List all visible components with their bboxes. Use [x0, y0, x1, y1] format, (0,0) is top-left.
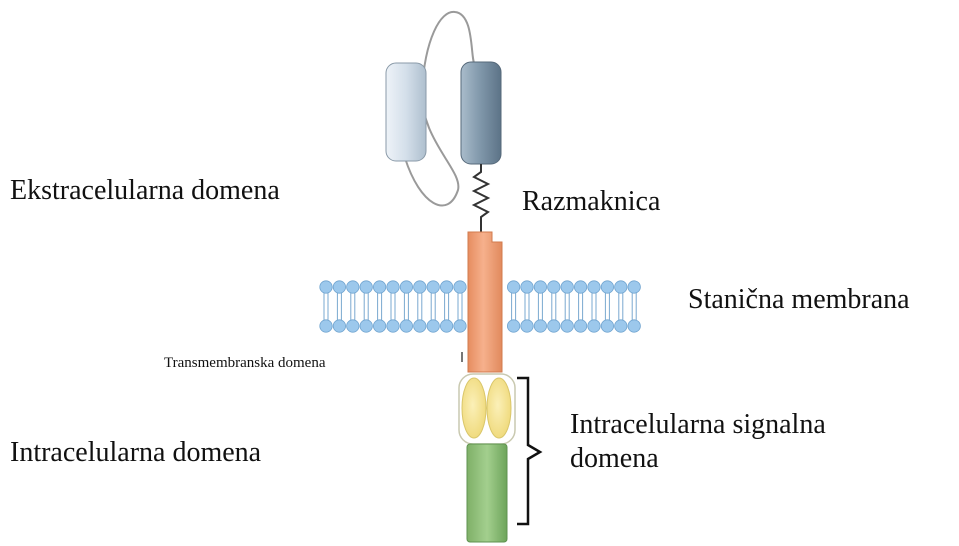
lipid-head	[400, 281, 412, 293]
lipid-head	[615, 281, 627, 293]
lipid-head	[440, 281, 452, 293]
lipid-head	[400, 320, 412, 332]
lipid-head	[440, 320, 452, 332]
lipid-tail	[458, 293, 462, 320]
lipid-tail	[404, 293, 408, 320]
lipid-head	[628, 281, 640, 293]
lipid-tail	[512, 293, 516, 320]
lipid-head	[601, 320, 613, 332]
lipid-head	[588, 320, 600, 332]
lipid-tail	[538, 293, 542, 320]
lipid-head	[507, 320, 519, 332]
lipid-head	[601, 281, 613, 293]
lipid-head	[320, 281, 332, 293]
lipid-head	[414, 281, 426, 293]
lipid-head	[574, 281, 586, 293]
cell-membrane-label: Stanična membrana	[688, 284, 910, 316]
lipid-tail	[378, 293, 382, 320]
lipid-tail	[337, 293, 341, 320]
lipid-head	[615, 320, 627, 332]
lipid-head	[588, 281, 600, 293]
spacer-hinge	[474, 164, 488, 232]
lipid-head	[548, 281, 560, 293]
lipid-head	[333, 281, 345, 293]
lipid-head	[548, 320, 560, 332]
signaling-oval-right	[487, 378, 511, 438]
extracellular-domain-dark	[461, 62, 501, 164]
lipid-tail	[525, 293, 529, 320]
intracellular-tail	[467, 444, 507, 542]
lipid-tail	[605, 293, 609, 320]
lipid-head	[387, 281, 399, 293]
lipid-head	[373, 281, 385, 293]
lipid-tail	[445, 293, 449, 320]
lipid-head	[427, 320, 439, 332]
lipid-head	[360, 281, 372, 293]
signaling-oval-left	[462, 378, 486, 438]
lipid-head	[561, 281, 573, 293]
lipid-head	[454, 281, 466, 293]
lipid-tail	[351, 293, 355, 320]
lipid-head	[360, 320, 372, 332]
lipid-head	[373, 320, 385, 332]
lipid-tail	[391, 293, 395, 320]
lipid-head	[534, 281, 546, 293]
lipid-tail	[579, 293, 583, 320]
signaling-domain-label: Intracelularna signalna domena	[570, 408, 826, 476]
lipid-head	[387, 320, 399, 332]
lipid-tail	[418, 293, 422, 320]
lipid-head	[454, 320, 466, 332]
lipid-head	[347, 320, 359, 332]
lipid-tail	[364, 293, 368, 320]
lipid-tail	[552, 293, 556, 320]
lipid-tail	[431, 293, 435, 320]
lipid-head	[521, 281, 533, 293]
lipid-tail	[324, 293, 328, 320]
signaling-domain-label-line1: Intracelularna signalna	[570, 408, 826, 442]
lipid-head	[333, 320, 345, 332]
spacer-label: Razmaknica	[522, 186, 660, 218]
lipid-tail	[619, 293, 623, 320]
transmembrane-domain-label: Transmembranska domena	[164, 354, 326, 372]
lipid-head	[414, 320, 426, 332]
lipid-tail	[592, 293, 596, 320]
lipid-tail	[632, 293, 636, 320]
extracellular-domain-light	[386, 63, 426, 161]
lipid-head	[628, 320, 640, 332]
intracellular-domain-label: Intracelularna domena	[10, 437, 261, 469]
lipid-head	[347, 281, 359, 293]
lipid-head	[561, 320, 573, 332]
lipid-tail	[565, 293, 569, 320]
extracellular-domain-label: Ekstracelularna domena	[10, 175, 280, 207]
signaling-bracket	[517, 378, 540, 524]
lipid-head	[534, 320, 546, 332]
lipid-head	[521, 320, 533, 332]
lipid-head	[320, 320, 332, 332]
signaling-domain-label-line2: domena	[570, 442, 826, 476]
lipid-head	[507, 281, 519, 293]
transmembrane-domain	[468, 232, 502, 372]
lipid-head	[574, 320, 586, 332]
lipid-head	[427, 281, 439, 293]
